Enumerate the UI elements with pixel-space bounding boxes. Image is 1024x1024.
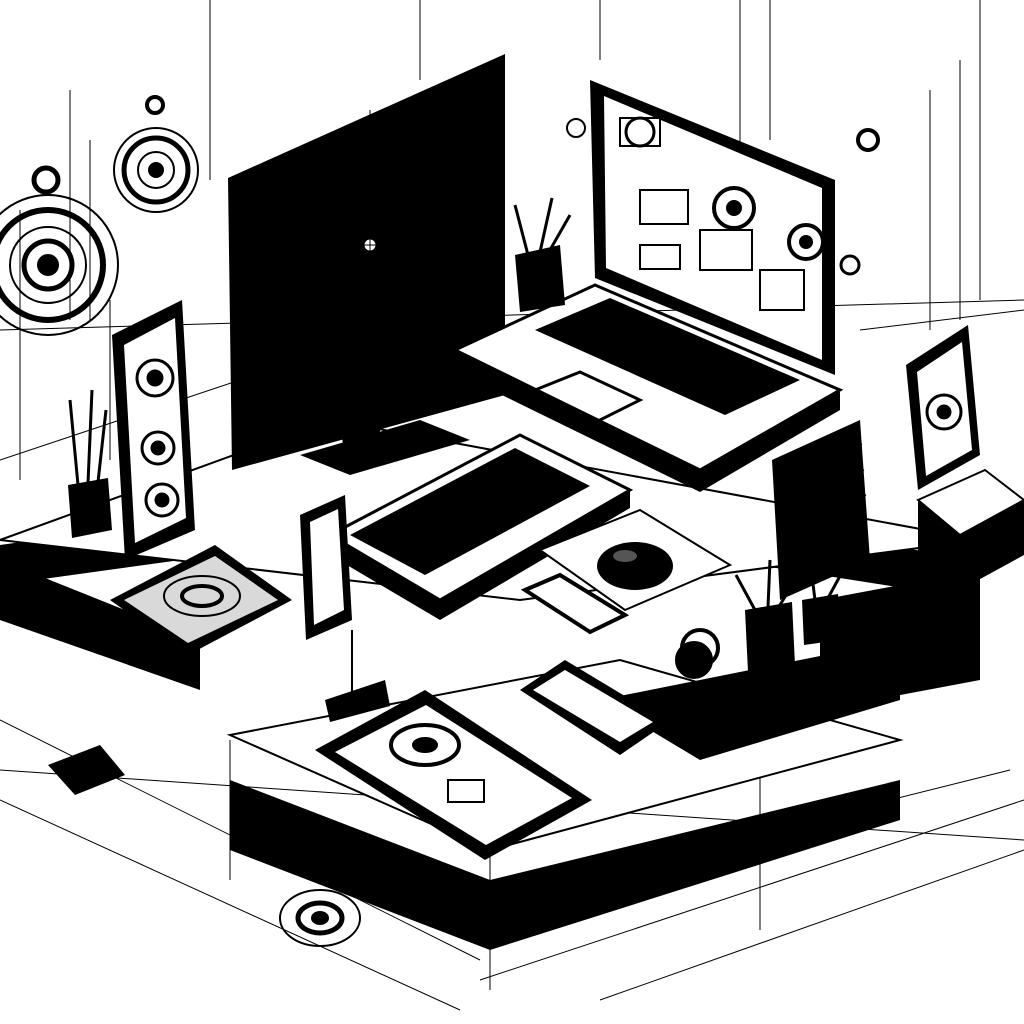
desk-tray bbox=[520, 572, 630, 635]
component-box bbox=[916, 468, 1024, 590]
mouse bbox=[597, 542, 673, 590]
hud-circle-left bbox=[0, 194, 119, 336]
device-stand bbox=[325, 630, 390, 722]
pen-holder-right bbox=[734, 559, 848, 672]
tablet-small bbox=[520, 660, 668, 755]
pen-holder-left bbox=[68, 389, 112, 538]
laptop-screen-widgets bbox=[619, 116, 825, 311]
keyboard-keys bbox=[350, 448, 590, 575]
desktop-monitor bbox=[228, 54, 505, 475]
smartphone-center bbox=[300, 495, 352, 640]
smartphone-right bbox=[906, 325, 980, 490]
device-floor bbox=[48, 745, 125, 795]
speaker bbox=[772, 420, 870, 600]
keyboard bbox=[326, 433, 634, 620]
laptop-trackpad bbox=[526, 370, 644, 427]
hud-gear-icons bbox=[31, 95, 880, 679]
tablet-front bbox=[315, 690, 592, 860]
laptop-keyboard bbox=[535, 298, 800, 415]
pen-holder-desk bbox=[513, 197, 572, 312]
tablet-left bbox=[110, 545, 292, 655]
hud-circle-upper bbox=[113, 127, 199, 213]
monitor-hud-display bbox=[250, 110, 490, 380]
laptop bbox=[451, 80, 844, 492]
hud-circle-floor bbox=[279, 889, 361, 947]
smartphone-left bbox=[112, 300, 195, 560]
